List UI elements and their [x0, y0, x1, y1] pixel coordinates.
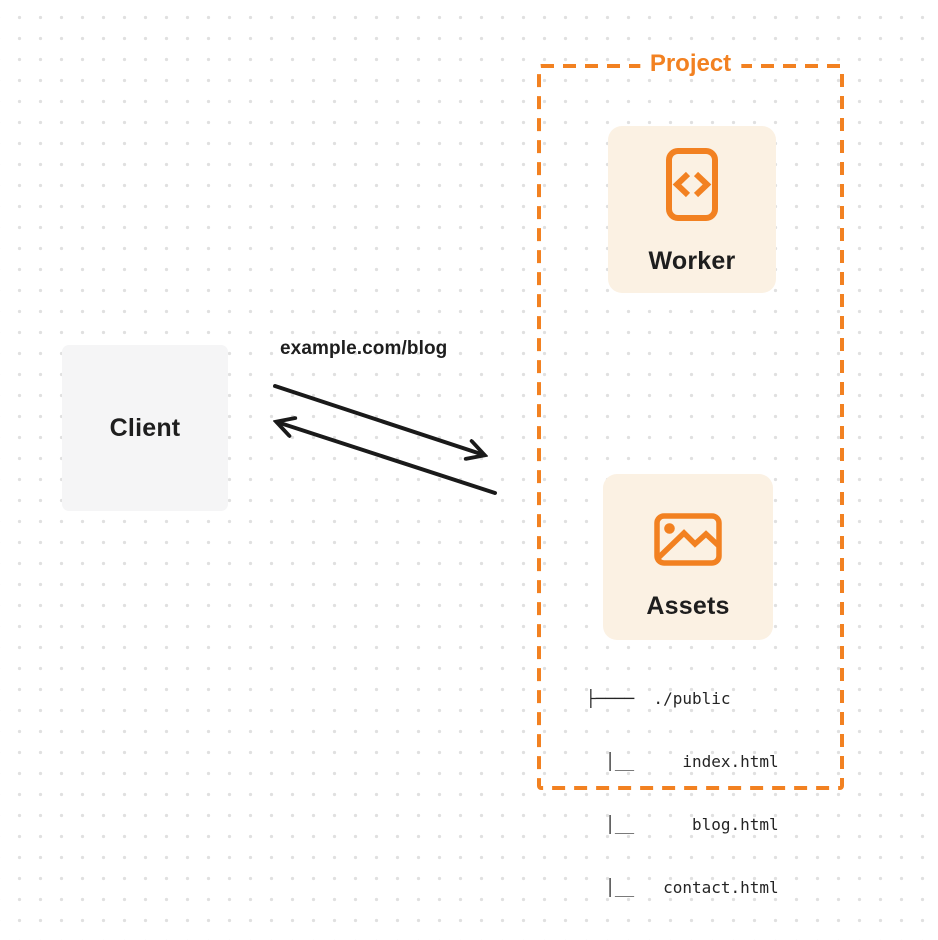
request-url-label: example.com/blog — [280, 338, 448, 359]
assets-card: Assets — [603, 474, 773, 640]
tree-line-blog: │__ blog.html — [586, 815, 779, 834]
image-icon — [654, 513, 722, 566]
client-box: Client — [62, 345, 228, 511]
assets-label: Assets — [646, 592, 730, 620]
tree-line-index: │__ index.html — [586, 752, 779, 771]
project-dashed-border — [537, 64, 844, 790]
code-file-icon — [666, 148, 718, 221]
diagram-page: { "colors": { "orange": "#F28121", "card… — [0, 0, 938, 897]
project-container: Project Worker Assets ├──── ./public │__… — [537, 50, 844, 897]
request-arrow — [273, 384, 484, 455]
project-title: Project — [639, 50, 742, 78]
worker-card: Worker — [608, 126, 776, 293]
response-arrow — [277, 422, 497, 495]
file-tree: ├──── ./public │__ index.html │__ blog.h… — [586, 646, 779, 940]
tree-line-contact: │__ contact.html — [586, 878, 779, 897]
worker-label: Worker — [648, 247, 736, 275]
client-label: Client — [109, 413, 181, 442]
tree-line-public: ├──── ./public — [586, 689, 731, 708]
